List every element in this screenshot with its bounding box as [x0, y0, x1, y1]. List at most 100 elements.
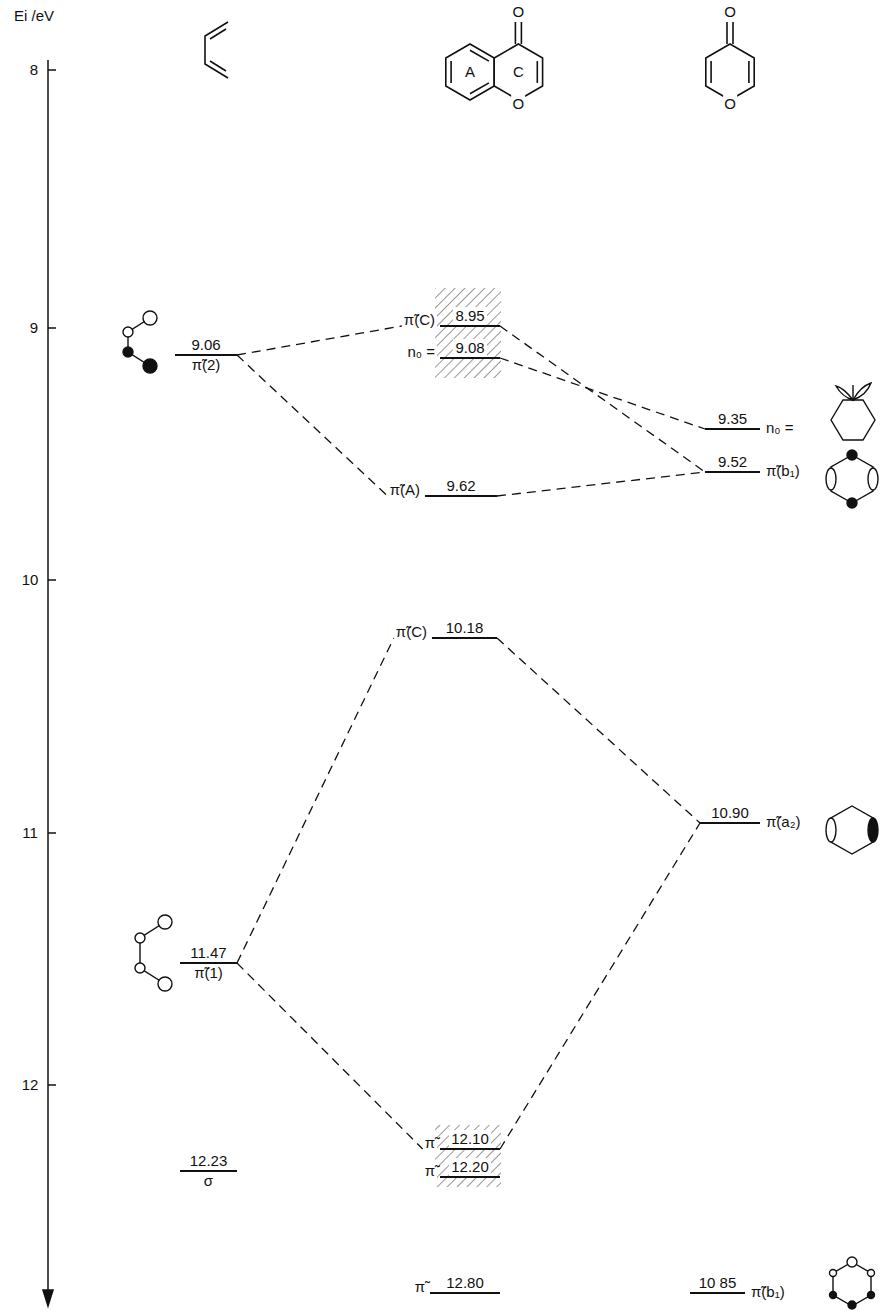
energy-value: 9.06: [189, 336, 222, 354]
level-bar: [425, 495, 497, 497]
energy-level: π̃ 12.20: [423, 1158, 500, 1180]
correlation-line: [237, 963, 423, 1149]
energy-value: σ: [202, 1172, 215, 1190]
orbital-label: π̃: [413, 1278, 427, 1296]
level-column: 12.10: [440, 1130, 500, 1150]
orbital-label: π̃: [423, 1134, 437, 1152]
energy-level: π̃(C) 10.18: [394, 619, 497, 641]
level-column: 9.52: [705, 453, 760, 473]
energy-value: 9.08: [453, 339, 486, 357]
energy-value: 9.62: [444, 477, 477, 495]
level-column: 12.80: [430, 1274, 500, 1294]
energy-level: 10 85 π̃(b₁): [690, 1274, 787, 1301]
level-bar: [440, 1148, 500, 1150]
energy-level: 11.47 π̃(1): [180, 944, 237, 982]
orbital-label: π̃(b₁): [764, 462, 802, 480]
ring-label: A: [464, 63, 476, 81]
orbital-label: n₀ =: [406, 343, 438, 361]
orbital-picture: [831, 383, 875, 440]
orbital-label: n₀ =: [764, 419, 796, 437]
energy-value: 8.95: [453, 307, 486, 325]
level-column: 9.62: [425, 477, 497, 497]
energy-value: 10.18: [444, 619, 486, 637]
energy-value: 12.80: [444, 1274, 486, 1292]
hatch-box: [435, 1125, 501, 1187]
tick-label: 10: [21, 571, 40, 589]
level-bar: [440, 325, 500, 327]
level-bar: [432, 637, 497, 639]
orbital-label: π̃(C): [402, 311, 437, 329]
level-bar: [440, 357, 500, 359]
level-bar: [440, 1176, 500, 1178]
level-bar: [690, 1292, 745, 1294]
level-column: 9.35: [705, 410, 760, 430]
atom-label: O: [723, 3, 737, 21]
energy-level: 12.23 σ: [180, 1152, 237, 1190]
tick-label: 8: [29, 61, 39, 79]
level-bar: [700, 822, 760, 824]
orbital-label: π̃: [423, 1162, 437, 1180]
tick-label: 12: [21, 1076, 40, 1094]
energy-level: π̃(A) 9.62: [388, 477, 497, 499]
orbital-picture: [123, 311, 157, 373]
correlation-line: [500, 823, 700, 1149]
correlation-line: [497, 638, 700, 823]
level-column: 10.90: [700, 804, 760, 824]
tick-label: 9: [29, 319, 39, 337]
energy-level: 9.52 π̃(b₁): [705, 453, 802, 480]
atom-label: O: [723, 95, 737, 113]
energy-value: π̃(2): [190, 356, 223, 374]
level-column: 10 85: [690, 1274, 745, 1294]
level-column: 11.47 π̃(1): [180, 944, 237, 982]
level-bar: [430, 1292, 500, 1294]
energy-level: 9.35 n₀ =: [705, 410, 796, 437]
correlation-line: [497, 472, 705, 496]
energy-level: π̃ 12.10: [423, 1130, 500, 1152]
energy-value: 11.47: [188, 944, 228, 962]
ring-label: C: [512, 63, 525, 81]
correlation-line: [500, 358, 705, 429]
energy-level: π̃(C) 8.95: [402, 307, 500, 329]
level-column: 8.95: [440, 307, 500, 327]
correlation-line: [500, 326, 705, 472]
correlation-line: [237, 326, 402, 355]
energy-value: 10.90: [709, 804, 751, 822]
correlation-line: [237, 355, 388, 496]
level-column: 12.23 σ: [180, 1152, 237, 1190]
orbital-picture: [135, 915, 172, 991]
level-column: 12.20: [440, 1158, 500, 1178]
energy-value: π̃(1): [192, 964, 225, 982]
axis-title: Ei /eV: [13, 7, 55, 25]
energy-axis: [43, 60, 56, 1306]
hatch-box: [435, 288, 501, 378]
energy-value: 9.52: [716, 453, 749, 471]
orbital-label: π̃(a₂): [764, 813, 803, 831]
orbital-picture: [826, 806, 878, 854]
pyranone-structure: [706, 22, 754, 100]
level-bar: [705, 428, 760, 430]
energy-value: 10 85: [697, 1274, 739, 1292]
energy-value: 9.35: [716, 410, 749, 428]
level-bar: [705, 471, 760, 473]
orbital-label: π̃(b₁): [749, 1283, 787, 1301]
correlation-line: [237, 638, 394, 963]
orbital-label: π̃(C): [394, 623, 429, 641]
atom-label: O: [512, 95, 526, 113]
level-column: 9.06 π̃(2): [175, 336, 237, 374]
orbital-label: π̃(A): [388, 481, 422, 499]
energy-level: π̃ 12.80: [413, 1274, 500, 1296]
butadiene-structure: [205, 22, 228, 78]
tick-label: 11: [21, 824, 39, 842]
level-column: 9.08: [440, 339, 500, 359]
energy-value: 12.20: [449, 1158, 491, 1176]
energy-value: 12.23: [188, 1152, 230, 1170]
energy-value: 12.10: [449, 1130, 491, 1148]
energy-level: 9.06 π̃(2): [175, 336, 237, 374]
orbital-picture: [830, 1257, 875, 1309]
chromone-structure: [446, 22, 543, 100]
level-column: 10.18: [432, 619, 497, 639]
orbital-picture: [826, 450, 878, 508]
